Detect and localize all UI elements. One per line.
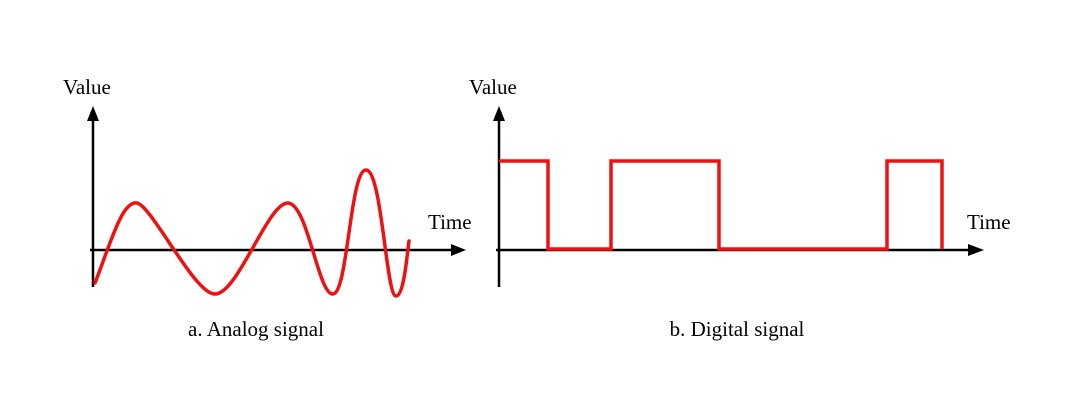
analog-y-axis-label: Value [63,75,111,99]
analog-caption: a. Analog signal [188,317,324,341]
digital-y-axis-arrowhead [493,106,505,121]
digital-y-axis-label: Value [469,75,517,99]
digital-signal-wave [499,159,944,251]
digital-caption: b. Digital signal [670,317,805,341]
digital-x-axis-label: Time [967,210,1011,234]
digital-x-axis-arrowhead [968,244,984,256]
analog-panel: Value Time a. Analog signal [63,75,472,341]
analog-x-axis-arrowhead [451,244,466,256]
analog-y-axis-arrowhead [87,106,99,121]
analog-x-axis-label: Time [428,210,472,234]
digital-panel: Value Time b. Digital signal [469,75,1011,341]
analog-signal-wave [93,168,411,298]
